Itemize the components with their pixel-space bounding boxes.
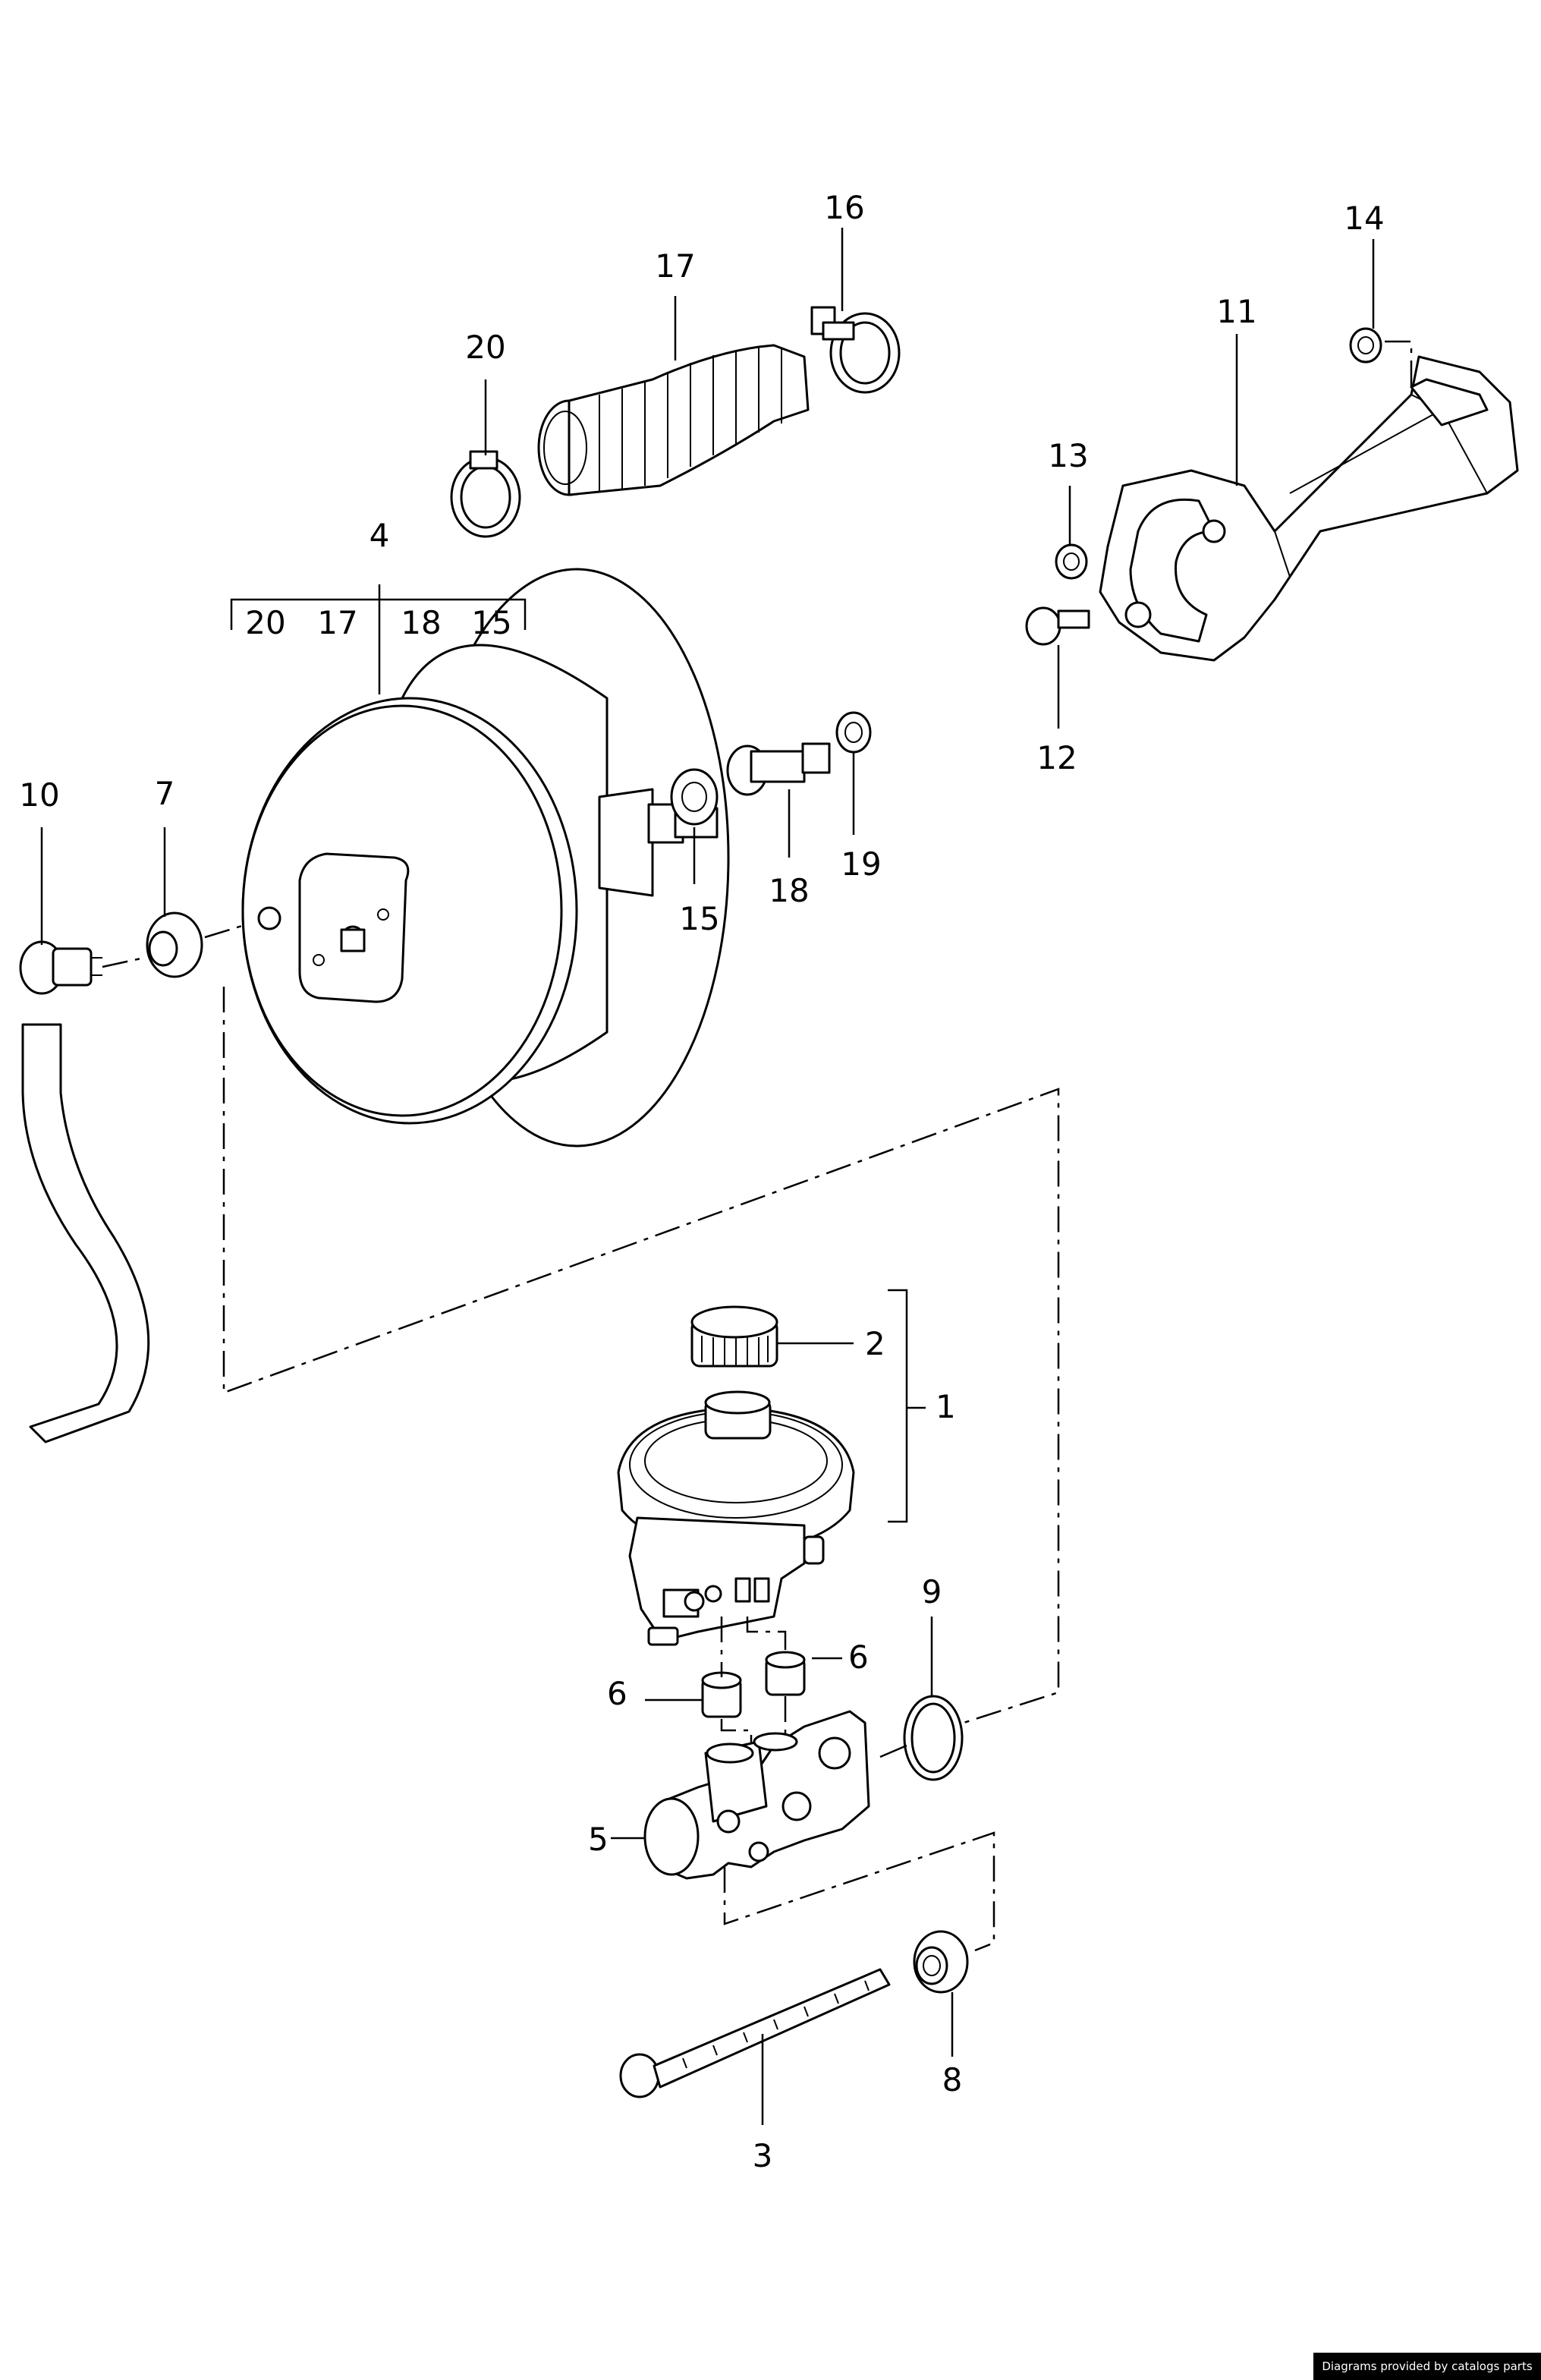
kit-item-1: 20 (245, 604, 285, 641)
callout-1: 1 (936, 1388, 956, 1425)
assembly-line-cylinder (723, 1831, 995, 1952)
line-10-to-7 (102, 956, 145, 968)
callout-10: 10 (19, 776, 59, 814)
kit-item-4: 15 (471, 604, 511, 641)
callout-15: 15 (679, 900, 719, 937)
nut-19 (835, 711, 872, 754)
callout-9: 9 (922, 1573, 942, 1610)
callout-18: 18 (769, 872, 809, 909)
callout-3: 3 (753, 2137, 773, 2174)
screw-12 (1025, 606, 1090, 646)
seal-6-left (701, 1671, 742, 1718)
lines-seals (720, 1617, 787, 1746)
brake-booster (241, 568, 730, 1148)
credit-footer: Diagrams provided by catalogs parts (1313, 2353, 1541, 2380)
callout-20: 20 (465, 329, 505, 366)
brake-fluid-reservoir-1 (617, 1390, 855, 1646)
flange-nut-8 (913, 1930, 969, 1994)
adjusting-bolt-18 (726, 742, 831, 796)
kit-item-3: 18 (401, 604, 441, 641)
callout-17: 17 (655, 247, 695, 285)
assembly-line-booster (222, 987, 1060, 1724)
callout-14: 14 (1344, 200, 1384, 237)
hex-nut-15 (670, 768, 719, 826)
callout-6-right: 6 (848, 1639, 869, 1676)
grommet (146, 911, 203, 978)
long-bolt-3 (619, 1968, 891, 2098)
callout-12: 12 (1036, 739, 1077, 776)
bellows-boot-17 (537, 344, 810, 496)
callout-16: 16 (824, 189, 864, 226)
callout-6-left: 6 (607, 1675, 627, 1712)
kit-label: 4 (370, 517, 390, 554)
nut-13 (1055, 543, 1088, 580)
callout-7: 7 (155, 775, 175, 812)
kit-item-2: 17 (317, 604, 357, 641)
hose-clamp-20 (450, 450, 521, 538)
callout-2: 2 (865, 1325, 885, 1362)
vacuum-hose (19, 940, 150, 1443)
o-ring-9 (903, 1695, 964, 1781)
callout-19: 19 (841, 845, 881, 883)
callout-5: 5 (588, 1821, 609, 1858)
reservoir-bracket (888, 1289, 926, 1523)
leader-lines (40, 228, 1375, 2125)
kit-bracket (230, 584, 527, 694)
reservoir-cap-2 (690, 1305, 778, 1368)
master-cylinder-5 (643, 1710, 870, 1880)
callout-8: 8 (942, 2061, 963, 2098)
hose-clamp-16 (810, 306, 901, 394)
line-14-to-bracket (1385, 340, 1413, 387)
nut-14 (1349, 327, 1382, 364)
mounting-bracket-11 (1099, 355, 1519, 662)
callout-11: 11 (1216, 293, 1256, 330)
seal-6-right (765, 1651, 806, 1696)
callout-13: 13 (1048, 437, 1088, 474)
